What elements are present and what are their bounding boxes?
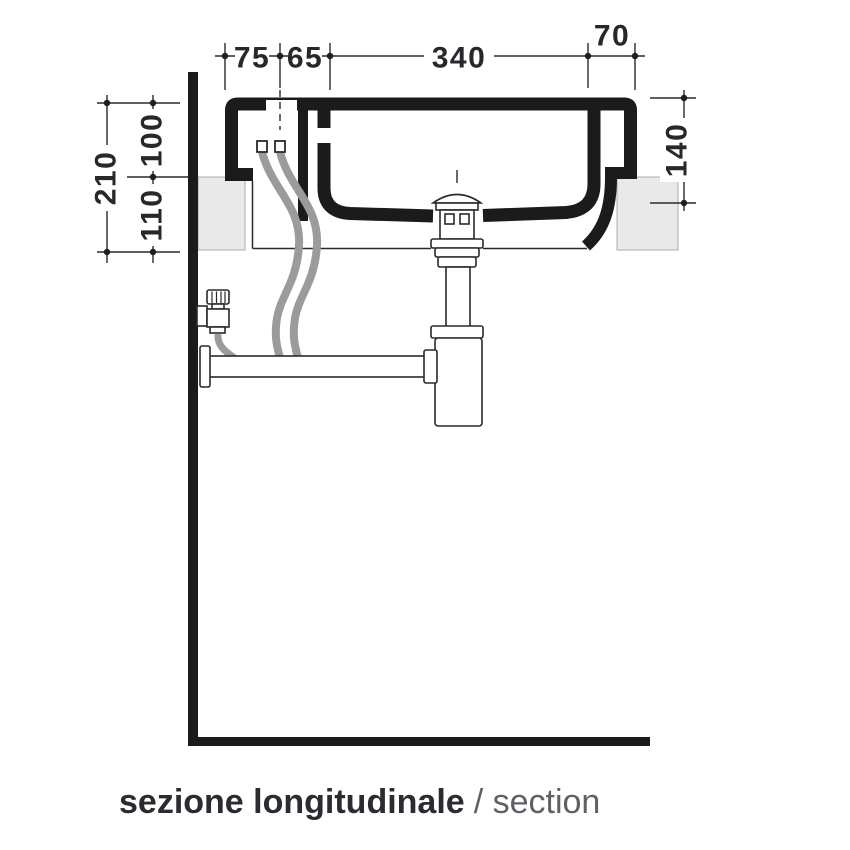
label-bg [288, 45, 322, 69]
dimension-label-backgrounds [92, 45, 692, 246]
basin-right-lower-profile [581, 176, 617, 251]
dim-dot [103, 99, 111, 107]
label-bg [138, 109, 167, 171]
hose-connectors [256, 140, 286, 153]
dim-dot [103, 248, 111, 256]
dim-dot [276, 52, 284, 60]
dim-dot [584, 52, 592, 60]
label-bg [424, 45, 494, 69]
right-wall-bracket [616, 176, 679, 251]
valve-body [206, 308, 230, 328]
label-bg [660, 118, 692, 182]
basin-left-step [225, 168, 253, 181]
label-bg [235, 45, 269, 69]
waste-locknut-2 [434, 247, 480, 258]
trap-cap-nut [430, 325, 484, 339]
dim-dot [149, 99, 157, 107]
wall-brackets [197, 176, 679, 251]
label-bg [92, 145, 121, 211]
caption-italian: sezione longitudinale [119, 783, 465, 821]
waste-locknut-1 [430, 238, 484, 249]
dim-dot [326, 52, 334, 60]
dimension-endpoints [103, 52, 688, 256]
basin-cut-section [225, 97, 637, 251]
dim-dot [149, 173, 157, 181]
figure-caption: sezione longitudinale/ section [119, 783, 600, 822]
bowl-right-wall [482, 104, 601, 222]
valve-wall-connector [196, 305, 208, 327]
label-bg [138, 184, 167, 246]
dim-label-65: 65 [287, 42, 323, 75]
hose-connector-right [274, 140, 286, 153]
floor-line [188, 737, 650, 746]
valve-outlet-nut [209, 326, 226, 334]
tailpipe [445, 266, 471, 329]
drain-fitting [430, 193, 484, 427]
basin-rim-outline [225, 97, 637, 176]
dim-label-100: 100 [136, 113, 169, 168]
waste-pipe-horizontal [208, 355, 427, 378]
pipe-wall-escutcheon [199, 345, 211, 388]
angle-valve [196, 289, 230, 334]
ceramic-openings [266, 100, 331, 143]
bottle-trap-body [434, 337, 483, 427]
caption-english: / section [473, 783, 601, 821]
dimension-labels: 75 65 340 70 210 100 110 140 [90, 20, 694, 242]
waste-slot-right [459, 213, 470, 225]
dimension-lines [97, 43, 696, 263]
waste-locknut-3 [437, 256, 477, 268]
trap-inlet-nut [423, 349, 438, 384]
faucet-hole [266, 100, 297, 111]
popup-waste-dome [430, 193, 484, 204]
drain-pipe [199, 345, 438, 388]
dim-dot [680, 199, 688, 207]
waste-flange [435, 202, 479, 211]
hose-connector-left [256, 140, 268, 153]
supply-hose-right [276, 150, 322, 364]
dim-dot [149, 248, 157, 256]
bowl-left-wall [317, 104, 434, 223]
dim-label-70: 70 [594, 20, 630, 53]
dim-dot [631, 52, 639, 60]
supply-hose-left [258, 150, 304, 364]
wall-and-floor [188, 72, 650, 746]
valve-knob-ridges [211, 291, 226, 303]
dim-label-75: 75 [234, 42, 270, 75]
dim-label-340: 340 [432, 42, 487, 75]
dim-dot [221, 52, 229, 60]
dim-dot [680, 94, 688, 102]
overflow-hole [317, 128, 331, 143]
basin-right-step [605, 167, 637, 179]
valve-knob [206, 289, 230, 305]
waste-slot-left [444, 213, 455, 225]
left-wall-bracket [197, 176, 246, 251]
dim-label-110: 110 [136, 189, 169, 242]
dim-label-140: 140 [661, 123, 694, 178]
wall-section-line [188, 72, 198, 746]
basin-rear-outline [251, 181, 587, 250]
dim-label-210: 210 [90, 151, 123, 206]
